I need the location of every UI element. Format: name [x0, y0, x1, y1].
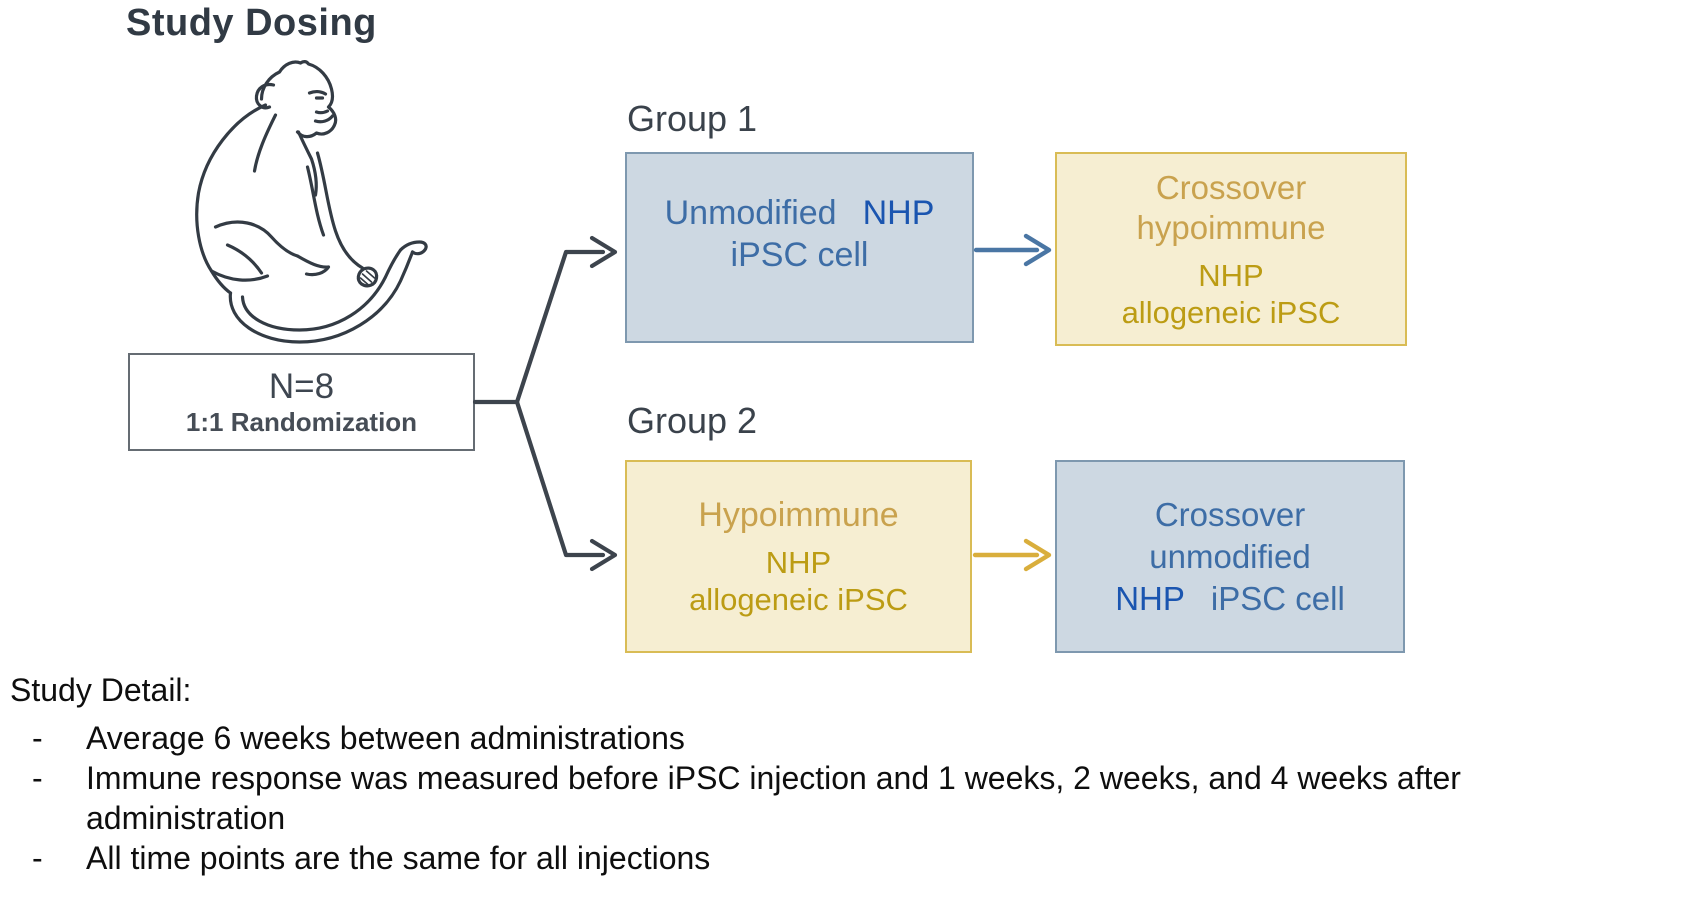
- bullet-text: Average 6 weeks between administrations: [86, 720, 685, 756]
- fork-upper-arrowhead-icon: [589, 235, 618, 269]
- hypoimmune-text: Hypoimmune: [698, 496, 899, 534]
- bullet-text: All time points are the same for all inj…: [86, 840, 711, 876]
- crossover-hypoimmune-line4: allogeneic iPSC: [1121, 294, 1341, 330]
- group2-crossover-arrowhead-icon: [1023, 538, 1052, 572]
- page-title: Study Dosing: [126, 2, 377, 44]
- fork-upper-line: [514, 249, 606, 405]
- crossover-unmodified-line2: unmodified: [1149, 537, 1311, 575]
- group2-allogeneic-text: allogeneic iPSC: [689, 582, 908, 617]
- group1-crossover-arrowhead-icon: [1023, 233, 1052, 267]
- bullet-dash: -: [32, 760, 43, 796]
- randomization-label: 1:1 Randomization: [185, 407, 418, 437]
- group2-start-box: Hypoimmune NHP allogeneic iPSC: [625, 460, 972, 653]
- study-detail-heading: Study Detail:: [10, 672, 192, 708]
- n-count-label: N=8: [268, 367, 335, 406]
- crossover-ipsc-text: iPSC cell: [1210, 579, 1345, 617]
- crossover-unmodified-line3: NHP iPSC cell: [1115, 578, 1345, 620]
- group2-crossover-box: Crossover unmodified NHP iPSC cell: [1055, 460, 1405, 653]
- group1-start-box-line1: Unmodified NHP: [665, 192, 935, 234]
- group1-crossover-box: Crossover hypoimmune NHP allogeneic iPSC: [1055, 152, 1407, 346]
- list-item: - Average 6 weeks between administration…: [10, 718, 1656, 758]
- bullet-text: Immune response was measured before iPSC…: [86, 760, 1461, 836]
- crossover-hypoimmune-line2: hypoimmune: [1136, 208, 1326, 246]
- fork-lower-line: [514, 399, 606, 558]
- crossover-nhp-text: NHP: [1115, 579, 1185, 617]
- randomization-box: N=8 1:1 Randomization: [128, 353, 475, 451]
- group1-start-box-line2: iPSC cell: [730, 235, 869, 274]
- list-item: - All time points are the same for all i…: [10, 838, 1656, 878]
- fork-lower-arrowhead-icon: [589, 538, 618, 572]
- group1-start-box: Unmodified NHP iPSC cell: [625, 152, 974, 343]
- group1-label: Group 1: [627, 98, 758, 139]
- group2-label: Group 2: [627, 400, 758, 441]
- crossover-unmodified-line1: Crossover: [1154, 495, 1306, 533]
- group2-nhp-text: NHP: [765, 545, 832, 580]
- unmodified-text: Unmodified: [664, 193, 837, 232]
- bullet-dash: -: [32, 720, 43, 756]
- crossover-hypoimmune-line3: NHP: [1198, 257, 1264, 293]
- nhp-text: NHP: [862, 193, 935, 232]
- bullet-dash: -: [32, 840, 43, 876]
- list-item: - Immune response was measured before iP…: [10, 758, 1656, 838]
- monkey-icon: [195, 60, 428, 344]
- study-detail-section: Study Detail: - Average 6 weeks between …: [10, 670, 1656, 878]
- crossover-hypoimmune-line1: Crossover: [1155, 168, 1307, 206]
